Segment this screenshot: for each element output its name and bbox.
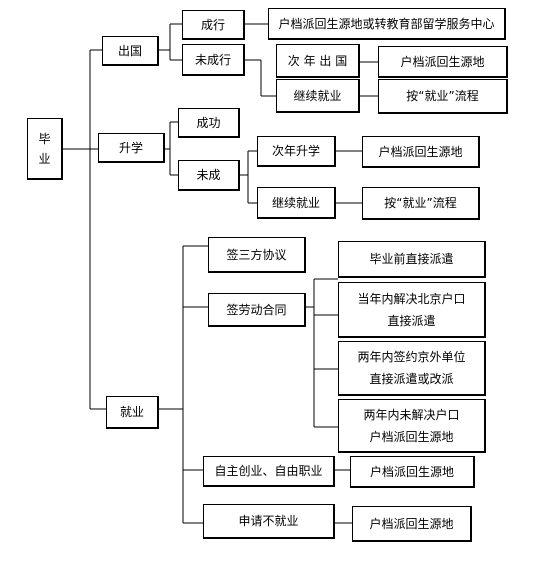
node-labor-contract-label: 签劳动合同 (226, 302, 287, 317)
node-next-year-abroad-result: 户档派回生源地 (378, 46, 508, 78)
node-not-departed-label: 未成行 (194, 52, 231, 67)
node-continue-employment-2-result: 按“就业”流程 (362, 187, 480, 220)
node-labor-result-beijing-hukou: 当年内解决北京户口 直接派遣 (338, 282, 486, 338)
node-tripartite-agreement: 签三方协议 (208, 237, 306, 273)
node-self-employment-label: 自主创业、自由职业 (214, 464, 323, 478)
node-self-employment-result: 户档派回生源地 (350, 456, 475, 488)
node-continue-employment-2: 继续就业 (257, 187, 336, 219)
node-success-label: 成功 (196, 115, 221, 130)
node-apply-not-employed: 申请不就业 (203, 504, 335, 539)
node-labor-result-outside-beijing-line2: 直接派遣或改派 (369, 372, 454, 386)
node-continue-employment-1-label: 继续就业 (293, 88, 342, 103)
node-next-year-study-label: 次年升学 (271, 144, 320, 158)
node-self-employment: 自主创业、自由职业 (203, 456, 335, 487)
node-go-abroad-label: 出国 (117, 43, 142, 58)
node-continue-employment-1: 继续就业 (276, 79, 360, 113)
node-labor-result-unresolved-line2: 户档派回生源地 (369, 429, 454, 444)
node-tripartite-agreement-label: 签三方协议 (226, 247, 287, 262)
node-success: 成功 (178, 108, 240, 138)
node-further-study: 升学 (98, 133, 165, 163)
node-departed-result: 户档派回生源地或转教育部留学服务中心 (268, 8, 506, 40)
node-labor-result-outside-beijing: 两年内签约京外单位 直接派遣或改派 (338, 341, 486, 396)
node-labor-contract: 签劳动合同 (208, 293, 306, 327)
node-apply-not-employed-result: 户档派回生源地 (352, 506, 472, 542)
node-tripartite-result: 毕业前直接派遣 (338, 241, 486, 278)
node-continue-employment-2-label: 继续就业 (271, 195, 320, 210)
node-next-year-study-result-label: 户档派回生源地 (378, 144, 463, 159)
node-continue-employment-2-result-label: 按“就业”流程 (384, 196, 457, 210)
node-unsuccessful: 未成 (178, 160, 240, 191)
node-labor-result-outside-beijing-line1: 两年内签约京外单位 (357, 350, 466, 364)
node-not-departed: 未成行 (182, 44, 245, 76)
node-labor-result-beijing-hukou-line1: 当年内解决北京户口 (357, 291, 466, 306)
node-continue-employment-1-result: 按“就业”流程 (378, 79, 508, 114)
node-graduation-label: 毕业 (38, 131, 51, 166)
node-departed-label: 成行 (200, 17, 225, 32)
node-next-year-study-result: 户档派回生源地 (362, 136, 480, 168)
node-apply-not-employed-label: 申请不就业 (238, 514, 299, 528)
node-go-abroad: 出国 (102, 36, 159, 66)
node-next-year-abroad: 次 年 出 国 (276, 44, 360, 78)
node-labor-result-unresolved: 两年内未解决户口 户档派回生源地 (338, 399, 486, 453)
node-further-study-label: 升学 (118, 140, 143, 155)
node-tripartite-result-label: 毕业前直接派遣 (369, 252, 454, 266)
node-departed: 成行 (182, 10, 245, 40)
node-next-year-study: 次年升学 (257, 136, 336, 167)
node-employment-label: 就业 (119, 405, 144, 419)
node-self-employment-result-label: 户档派回生源地 (369, 464, 454, 479)
node-departed-result-label: 户档派回生源地或转教育部留学服务中心 (278, 16, 495, 31)
node-unsuccessful-label: 未成 (196, 168, 221, 182)
node-next-year-abroad-result-label: 户档派回生源地 (400, 54, 485, 69)
node-labor-result-unresolved-line1: 两年内未解决户口 (363, 407, 460, 422)
node-next-year-abroad-label: 次 年 出 国 (287, 53, 348, 68)
node-labor-result-beijing-hukou-line2: 直接派遣 (387, 313, 436, 328)
node-apply-not-employed-result-label: 户档派回生源地 (369, 516, 454, 531)
node-continue-employment-1-result-label: 按“就业”流程 (406, 89, 479, 103)
node-employment: 就业 (106, 396, 159, 429)
node-graduation: 毕业 (27, 118, 63, 180)
